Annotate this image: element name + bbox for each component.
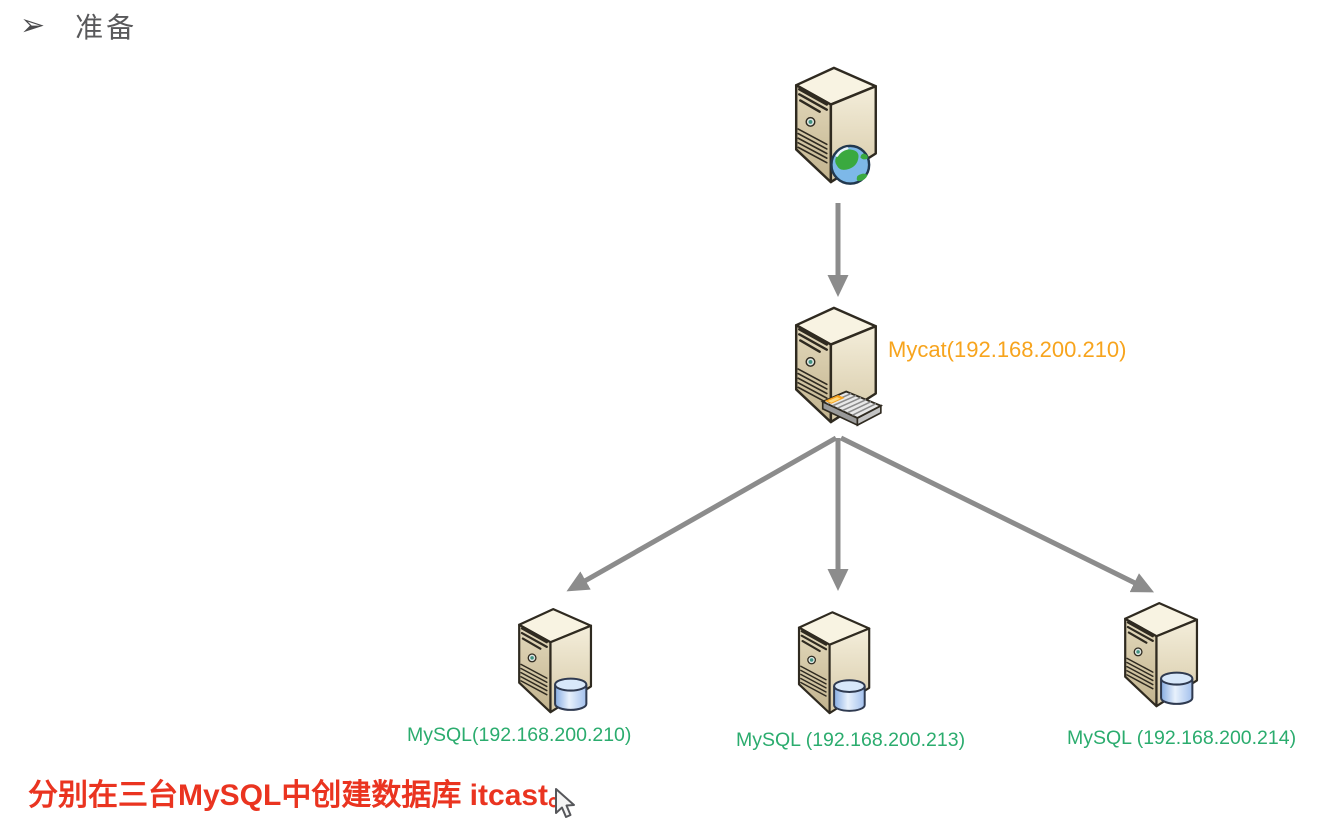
mysql-node-label: MySQL (192.168.200.214) [1067, 727, 1297, 749]
mouse-cursor-icon [555, 788, 575, 818]
section-heading-label: 准备 [75, 12, 138, 43]
mycat-server-keyboard-icon [794, 306, 882, 427]
section-heading: ➢ 准备 [20, 6, 137, 46]
mysql-node-label: MySQL(192.168.200.210) [407, 724, 632, 746]
client-server-globe-icon [794, 66, 877, 185]
mycat-node-label: Mycat(192.168.200.210) [888, 337, 1127, 362]
arrow-mycat-to-mysql-0 [566, 435, 838, 592]
instruction-note: 分别在三台MySQL中创建数据库 itcast。 [28, 779, 579, 812]
mysql-server-database-icon [797, 611, 871, 715]
mysql-server-database-icon [518, 608, 593, 714]
mysql-node-label: MySQL (192.168.200.213) [736, 729, 966, 751]
arrow-bullet-icon: ➢ [20, 9, 46, 42]
arrow-mycat-to-mysql-2 [839, 435, 1155, 593]
mysql-server-database-icon [1124, 602, 1199, 708]
